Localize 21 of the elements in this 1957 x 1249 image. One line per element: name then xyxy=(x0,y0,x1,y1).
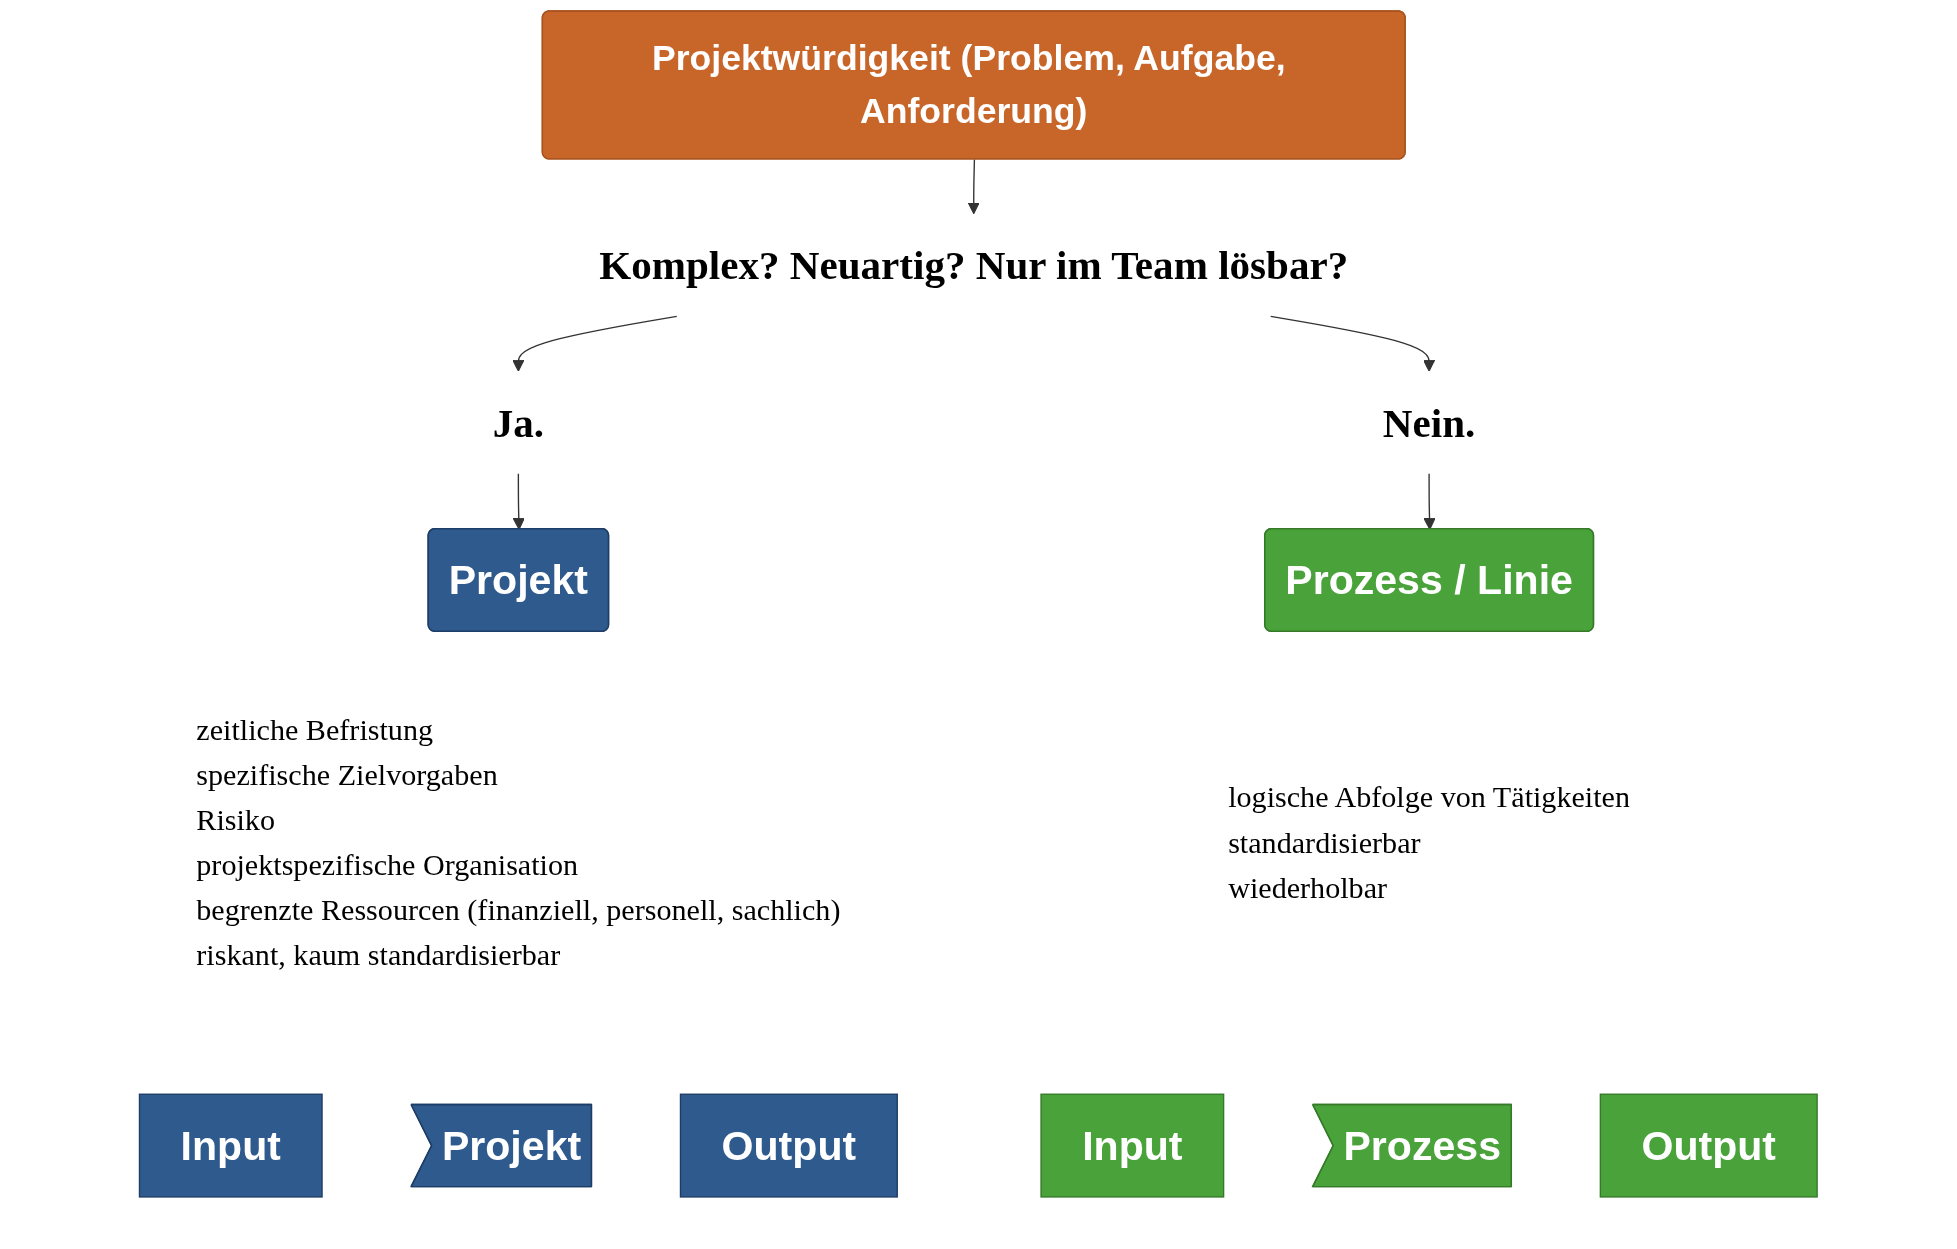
node-label: zeitliche Befristung xyxy=(196,712,434,747)
node-box: Input xyxy=(138,1093,323,1198)
node-label: spezifische Zielvorgaben xyxy=(196,757,498,792)
node-label: logische Abfolge von Tätigkeiten xyxy=(1228,779,1631,815)
node-text: Ja. xyxy=(492,399,545,446)
node-label: begrenzte Ressourcen (finanziell, personell, sachlich) xyxy=(196,892,841,928)
node-label: projektspezifische Organisation xyxy=(196,847,579,882)
node-text: Komplex? Neuartig? Nur im Team lösbar? xyxy=(599,242,1349,288)
node-box: Output xyxy=(679,1093,899,1198)
arrow xyxy=(512,473,525,530)
node-label: riskant, kaum standardisierbar xyxy=(196,938,561,973)
node-box: Output xyxy=(1599,1093,1818,1198)
arrow xyxy=(512,315,678,372)
node-label: standardisierbar xyxy=(1228,825,1421,860)
node-label: Risiko xyxy=(196,802,276,837)
arrow xyxy=(1270,315,1436,372)
node-label: wiederholbar xyxy=(1228,870,1388,905)
node-text: Nein. xyxy=(1383,399,1476,446)
arrow xyxy=(967,158,980,215)
node-box: Input xyxy=(1040,1093,1225,1198)
arrow xyxy=(1423,473,1436,530)
